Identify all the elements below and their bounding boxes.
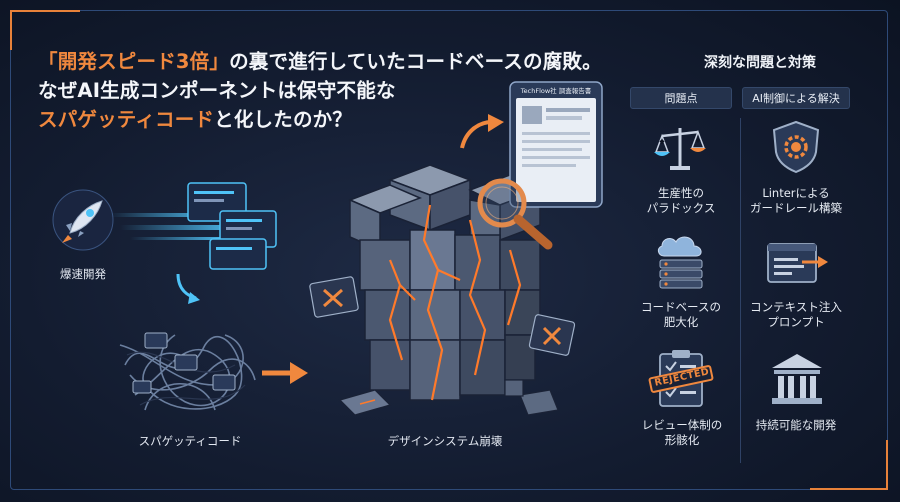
headline-text-1: の裏で進行していたコードベースの腐敗。 bbox=[229, 50, 602, 73]
magnifier-icon bbox=[477, 178, 553, 250]
spaghetti-label: スパゲッティコード bbox=[138, 434, 242, 448]
rejected-clipboard-icon bbox=[648, 350, 714, 407]
problem-1-label: 生産性の パラドックス bbox=[646, 186, 716, 215]
headline-line-3: スパゲッティコードと化したのか？ bbox=[38, 105, 638, 134]
problem-2-label: コードベースの 肥大化 bbox=[641, 300, 721, 329]
frame-accent-left bbox=[10, 10, 12, 50]
headline-line-1: 「開発スピード3倍」の裏で進行していたコードベースの腐敗。 bbox=[38, 47, 638, 76]
right-arrow-icon bbox=[262, 362, 308, 384]
shield-gear-icon bbox=[772, 120, 820, 174]
rocket-icon bbox=[52, 189, 114, 251]
headline-highlight-speed: 「開発スピード3倍」 bbox=[38, 50, 230, 73]
solutions-column-header: AI制御による解決 bbox=[742, 87, 850, 109]
bank-pillar-icon bbox=[772, 354, 822, 404]
headline-highlight-spaghetti: スパゲッティコード bbox=[38, 108, 215, 131]
headline: 「開発スピード3倍」の裏で進行していたコードベースの腐敗。 なぜAI生成コンポー… bbox=[38, 47, 638, 134]
curved-arrow-icon bbox=[460, 114, 504, 149]
solution-1-label: Linterによる ガードレール構築 bbox=[750, 186, 842, 215]
scale-icon bbox=[654, 128, 706, 170]
headline-line-2: なぜAI生成コンポーネントは保守不能な bbox=[38, 79, 396, 102]
frame-accent-top bbox=[10, 10, 80, 12]
report-document-title: TechFlow社 調査報告書 bbox=[520, 87, 592, 95]
speed-windows-icon bbox=[110, 182, 277, 270]
solution-2-label: コンテキスト注入 プロンプト bbox=[750, 300, 842, 329]
problem-3-label: レビュー体制の 形骸化 bbox=[641, 418, 723, 447]
solution-3-label: 持続可能な開発 bbox=[755, 418, 837, 432]
crumbling-tower-icon bbox=[309, 164, 576, 416]
column-divider bbox=[740, 118, 741, 463]
rapid-dev-label: 爆速開発 bbox=[60, 267, 106, 281]
frame-accent-right bbox=[886, 440, 888, 490]
problems-column-header: 問題点 bbox=[630, 87, 732, 109]
down-arrow-icon bbox=[176, 273, 200, 304]
cloud-server-icon bbox=[657, 236, 703, 289]
frame-accent-bottom bbox=[810, 488, 888, 490]
browser-arrow-icon bbox=[767, 243, 828, 283]
headline-text-3: と化したのか？ bbox=[214, 108, 353, 131]
report-document-icon bbox=[509, 81, 603, 208]
spaghetti-tangle-icon bbox=[119, 332, 256, 411]
design-system-collapse-label: デザインシステム崩壊 bbox=[387, 434, 503, 448]
panel-title: 深刻な問題と対策 bbox=[704, 55, 816, 71]
outer-frame bbox=[10, 10, 888, 490]
